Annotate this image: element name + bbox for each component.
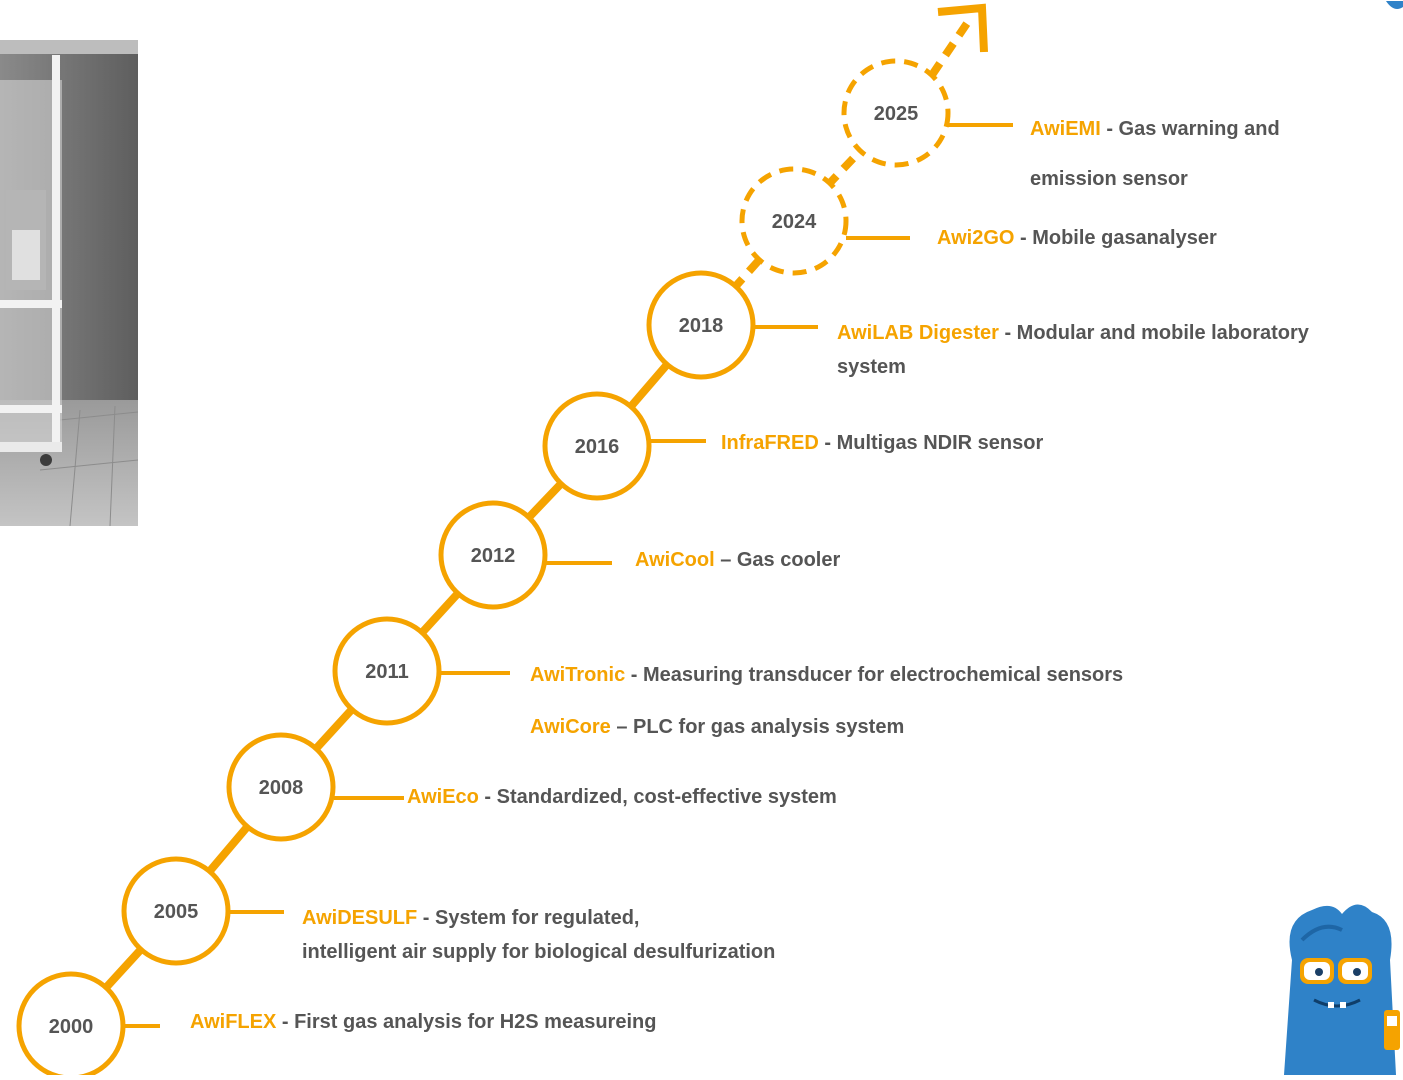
future-arrow-head (937, 3, 988, 53)
year-label: 2016 (575, 436, 620, 458)
year-label: 2005 (154, 901, 199, 923)
year-circle-2012 (438, 500, 548, 610)
milestone-label-2016: InfraFRED - Multigas NDIR sensor (721, 428, 1043, 458)
product-description: - Gas warning and (1100, 118, 1280, 140)
milestone-label-2012: AwiCool – Gas cooler (635, 545, 840, 575)
product-name: AwiEMI (1030, 118, 1101, 140)
product-name: AwiCore (530, 716, 611, 738)
product-description: - System for regulated, (417, 907, 640, 929)
year-label: 2011 (365, 661, 408, 683)
product-name: AwiDESULF (302, 907, 418, 929)
product-description: – Gas cooler (714, 549, 841, 571)
year-label: 2025 (874, 103, 919, 125)
year-circle-2011 (332, 616, 442, 726)
product-name: AwiLAB Digester (837, 322, 999, 344)
product-name: Awi2GO (937, 227, 1015, 249)
year-circle-2024 (739, 166, 849, 276)
milestone-label-2018: AwiLAB Digester - Modular and mobile lab… (837, 316, 1309, 384)
year-label: 2008 (259, 777, 304, 799)
milestone-label-2005: AwiDESULF - System for regulated, intelli… (302, 901, 775, 969)
year-label: 2012 (471, 545, 516, 567)
product-description: - Modular and mobile laboratory (998, 322, 1309, 344)
product-description: – PLC for gas analysis system (610, 716, 905, 738)
milestone-label-2011: AwiTronic - Measuring transducer for ele… (530, 660, 1123, 690)
product-description: - First gas analysis for H2S measureing (276, 1011, 657, 1033)
year-circle-2008 (226, 732, 336, 842)
product-name: AwiEco (407, 786, 479, 808)
product-description-line2: system (837, 356, 906, 378)
product-photo (0, 40, 138, 526)
product-description: - Multigas NDIR sensor (818, 432, 1044, 454)
year-circle-2025 (841, 58, 951, 168)
mascot-illustration (1272, 900, 1403, 1075)
future-arrow-shaft (928, 13, 976, 78)
milestone-label-2008: AwiEco - Standardized, cost-effective sy… (407, 782, 837, 812)
milestone-label-2011-extra: AwiCore – PLC for gas analysis system (530, 712, 904, 742)
year-circle-2018 (646, 270, 756, 380)
product-description: - Measuring transducer for electrochemic… (625, 664, 1124, 686)
product-description: - Standardized, cost-effective system (478, 786, 837, 808)
product-name: AwiFLEX (190, 1011, 277, 1033)
year-circle-2016 (542, 391, 652, 501)
year-circle-2005 (121, 856, 231, 966)
product-name: AwiCool (635, 549, 715, 571)
product-description-line2: emission sensor (1030, 168, 1188, 190)
product-name: InfraFRED (721, 432, 819, 454)
milestone-label-2025: AwiEMI - Gas warning and emission sensor (1030, 104, 1280, 204)
year-label: 2000 (49, 1016, 94, 1038)
corner-logo-fragment (1384, 0, 1403, 12)
milestone-label-2024: Awi2GO - Mobile gasanalyser (937, 223, 1217, 253)
milestone-label-2000: AwiFLEX - First gas analysis for H2S mea… (190, 1007, 656, 1037)
year-label: 2024 (772, 211, 817, 233)
year-label: 2018 (679, 315, 724, 337)
product-description-line2: intelligent air supply for biological de… (302, 941, 776, 963)
product-name: AwiTronic (530, 664, 626, 686)
year-circle-2000 (16, 971, 126, 1075)
product-description: - Mobile gasanalyser (1014, 227, 1217, 249)
